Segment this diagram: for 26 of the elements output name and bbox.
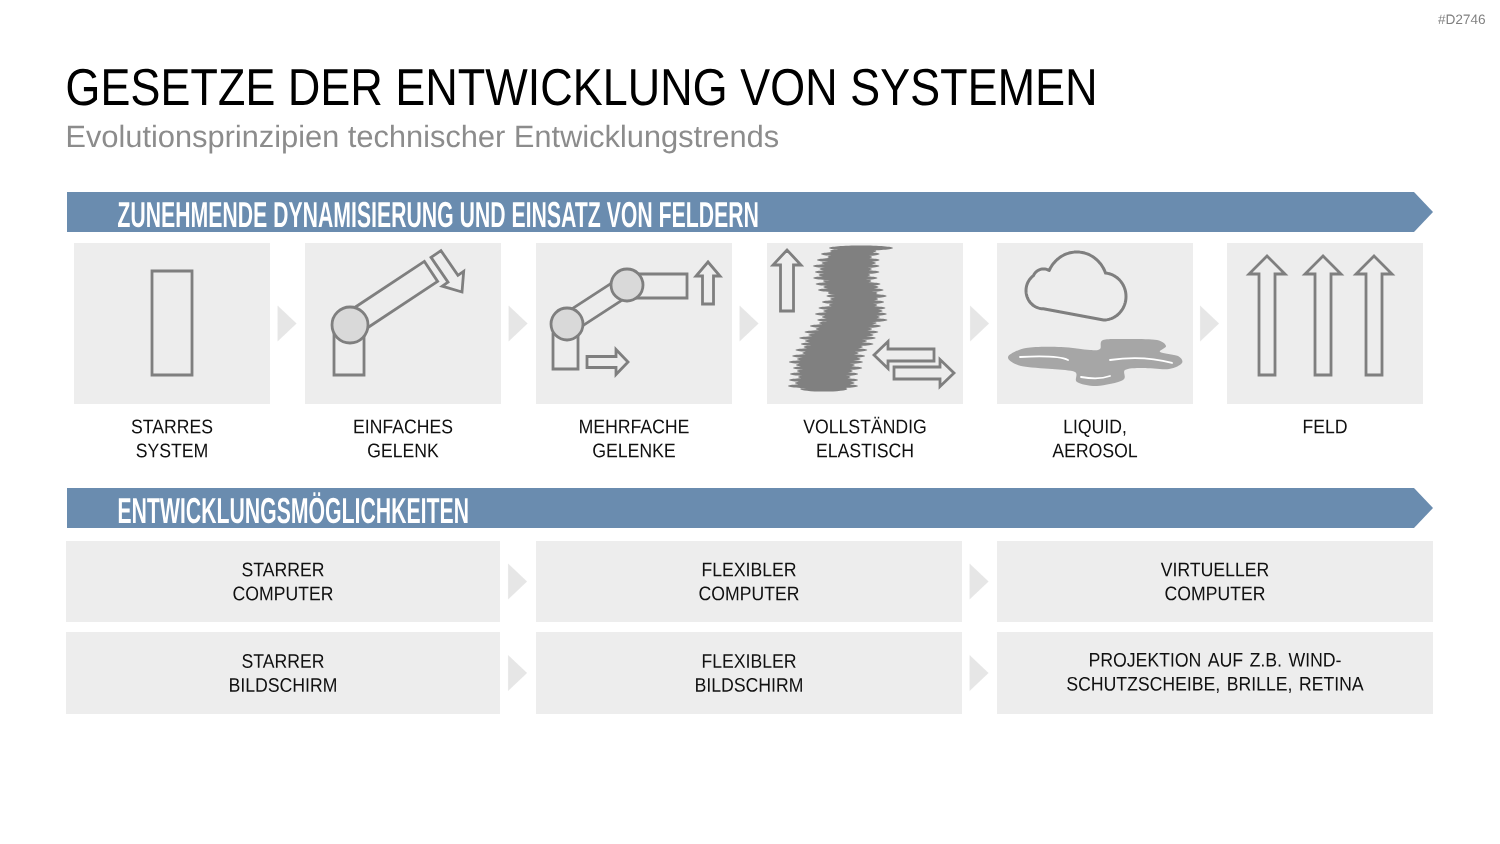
option-box: STARRER COMPUTER bbox=[66, 541, 500, 622]
option-box: STARRER BILDSCHIRM bbox=[66, 632, 500, 714]
reference-code: #D2746 bbox=[1438, 14, 1485, 25]
option-box: VIRTUELLER COMPUTER bbox=[997, 541, 1433, 622]
chevron-arrow bbox=[969, 655, 989, 691]
option-box: FLEXIBLER COMPUTER bbox=[536, 541, 962, 622]
tile-caption: EINFACHES GELENK bbox=[354, 419, 453, 458]
chevron-arrow bbox=[739, 305, 759, 342]
tile-caption: VOLLSTÄNDIG ELASTISCH bbox=[803, 416, 926, 458]
chevron-arrow bbox=[969, 563, 989, 600]
section-banner: ZUNEHMENDE DYNAMISIERUNG UND EINSATZ VON FELDERN bbox=[67, 192, 1433, 232]
title: GESETZE DER ENTWICKLUNG VON SYSTEMEN bbox=[67, 68, 1094, 106]
option-box: PROJEKTION AUF Z.B. WIND- SCHUTZSCHEIBE, BRILLE, RETINA bbox=[997, 632, 1433, 714]
chevron-arrow bbox=[1200, 305, 1220, 342]
tile-caption: LIQUID, AEROSOL bbox=[1052, 419, 1138, 458]
tile-caption: MEHRFACHE GELENKE bbox=[580, 419, 689, 458]
tile-caption: STARRES SYSTEM bbox=[131, 419, 213, 458]
chevron-arrow bbox=[508, 563, 528, 600]
subtitle: Evolutionsprinzipien technischer Entwicklungstrends bbox=[67, 124, 779, 154]
option-box: FLEXIBLER BILDSCHIRM bbox=[536, 632, 962, 714]
chevron-arrow bbox=[970, 305, 990, 342]
chevron-arrow bbox=[508, 655, 528, 691]
chevron-arrow bbox=[508, 305, 528, 342]
tile-caption: FELD bbox=[1303, 419, 1347, 434]
chevron-arrow bbox=[277, 305, 297, 342]
section-banner: ENTWICKLUNGSMÖGLICHKEITEN bbox=[67, 488, 1433, 528]
